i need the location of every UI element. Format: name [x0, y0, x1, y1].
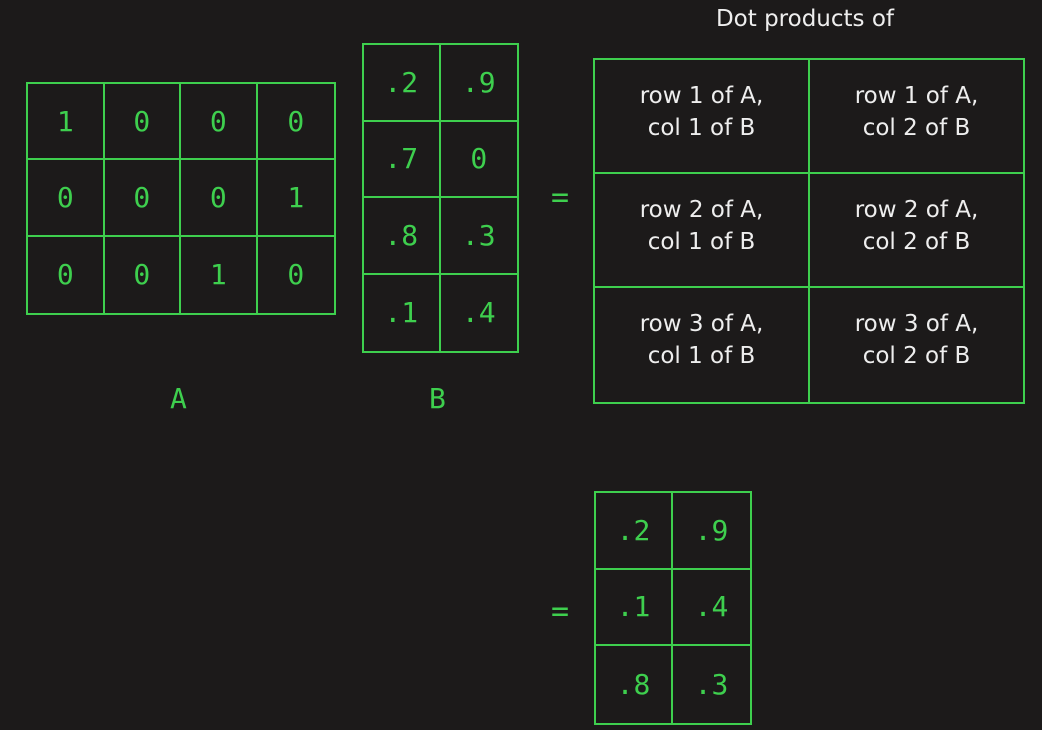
matrix-b-cell-r1c2: .9	[440, 45, 517, 122]
dot-products-title: Dot products of	[715, 6, 895, 32]
dot-products-matrix-cell-r3c1: row 3 of A, col 1 of B	[595, 288, 810, 402]
matrix-a-cell-r3c3: 1	[181, 236, 258, 313]
matrix-a-cell-r3c2: 0	[105, 236, 181, 313]
result-matrix-cell-r1c1: .2	[596, 493, 673, 570]
equals-sign-top: =	[551, 180, 570, 215]
result-matrix-cell-r2c2: .4	[673, 570, 750, 647]
matrix-b-cell-r1c1: .2	[364, 45, 441, 122]
dot-products-matrix-cell-r1c1: row 1 of A, col 1 of B	[595, 60, 810, 174]
dot-products-matrix-cell-r2c1: row 2 of A, col 1 of B	[595, 174, 810, 288]
matrix-a-cell-r1c4: 0	[257, 84, 334, 161]
matrix-a-cell-r3c1: 0	[28, 236, 105, 313]
matrix-b-cell-r3c1: .8	[364, 198, 441, 275]
result-matrix-cell-r2c1: .1	[596, 569, 673, 647]
matrix-b-cell-r4c1: .1	[364, 274, 441, 351]
dot-products-matrix-cell-r2c2: row 2 of A, col 2 of B	[810, 174, 1023, 288]
equals-sign-bottom: =	[551, 594, 570, 629]
dot-products-matrix-cell-r1c2: row 1 of A, col 2 of B	[810, 60, 1023, 174]
matrix-a-cell-r1c3: 0	[181, 84, 258, 161]
matrix-a-cell-r2c4: 1	[257, 160, 334, 237]
matrix-b-label: B	[429, 382, 446, 415]
matrix-a-cell-r2c2: 0	[104, 160, 181, 237]
matrix-b-cell-r4c2: .4	[461, 296, 496, 330]
matrix-a-label: A	[170, 382, 187, 415]
matrix-b-cell-r3c2: .3	[440, 198, 517, 275]
matrix-a-cell-r1c2: 0	[104, 84, 181, 161]
matrix-a-cell-r3c4: 0	[287, 258, 305, 292]
matrix-a-cell-r2c1: 0	[28, 160, 105, 237]
matrix-a-cell-r2c3: 0	[181, 160, 258, 237]
result-matrix-cell-r3c1: .8	[596, 646, 673, 723]
matrix-b-cell-r2c2: 0	[440, 122, 517, 198]
matrix-a-cell-r1c1: 1	[28, 84, 105, 161]
result-matrix: .2.9.1.4.8 .3	[594, 491, 752, 725]
result-matrix-cell-r3c2: .3	[694, 668, 729, 702]
matrix-b-cell-r2c1: .7	[364, 121, 441, 198]
result-matrix-cell-r1c2: .9	[673, 493, 750, 570]
dot-products-matrix-cell-r3c2: row 3 of A, col 2 of B	[854, 311, 979, 369]
